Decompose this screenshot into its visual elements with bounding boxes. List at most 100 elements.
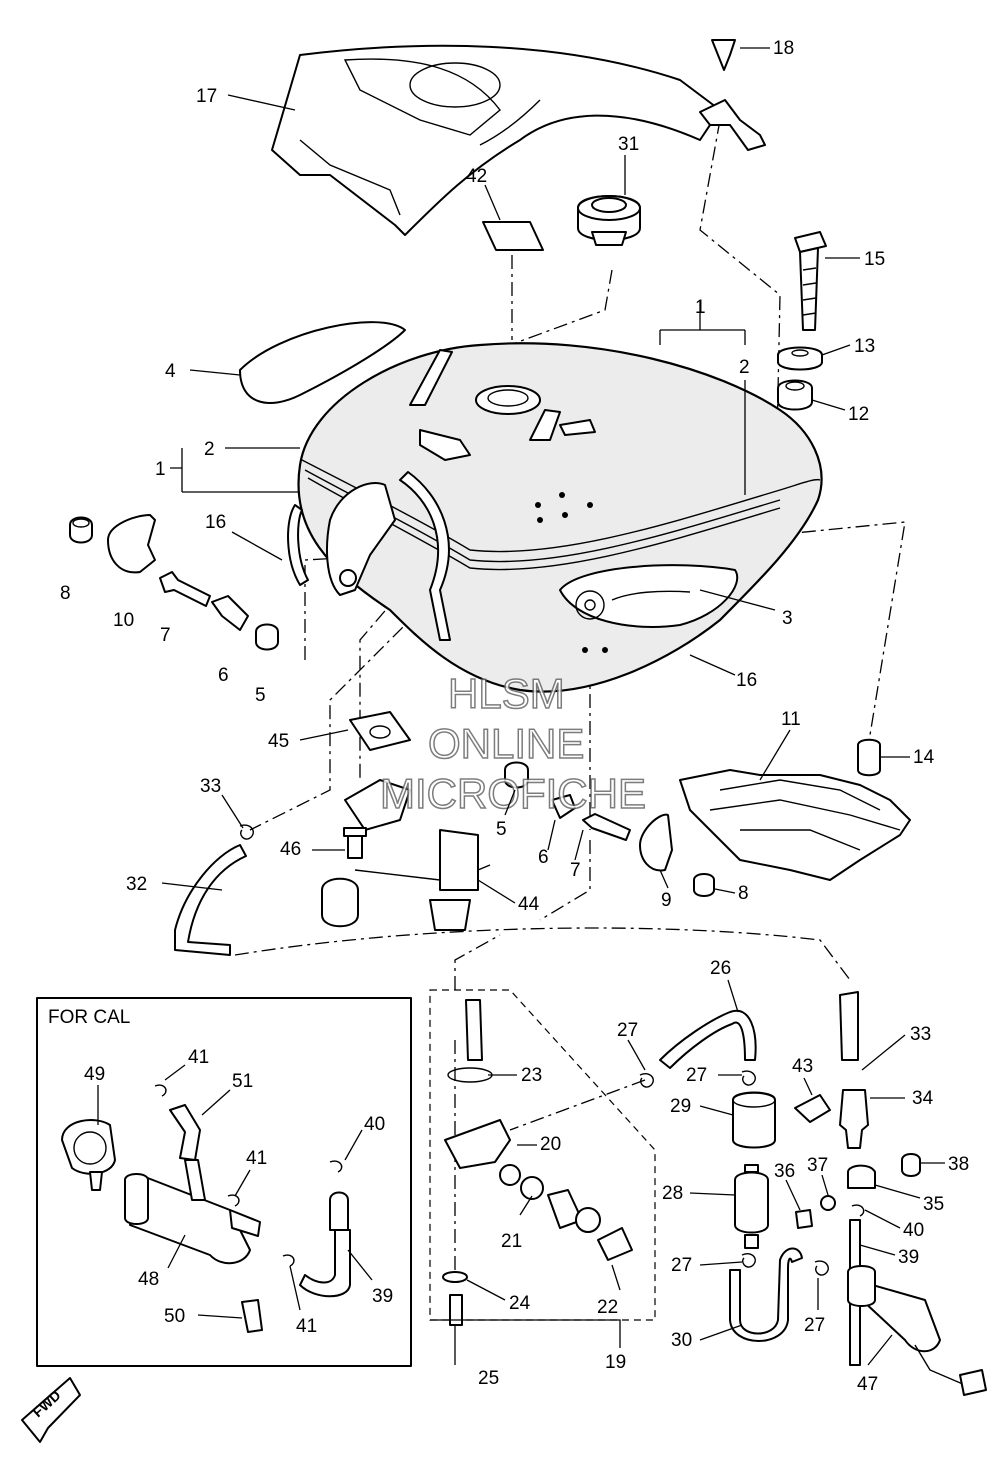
part-7b-bolt bbox=[582, 813, 631, 841]
callout-33a: 33 bbox=[200, 776, 221, 797]
callout-41a: 41 bbox=[188, 1047, 209, 1068]
callout-1b: 1 bbox=[155, 459, 166, 480]
callout-9: 9 bbox=[661, 890, 672, 911]
part-33-clip bbox=[239, 824, 254, 840]
part-10-bracket bbox=[107, 514, 156, 574]
part-21-gasket bbox=[575, 1207, 601, 1233]
callout-15: 15 bbox=[864, 249, 885, 270]
callout-35: 35 bbox=[923, 1194, 944, 1215]
callout-44: 44 bbox=[518, 894, 540, 915]
part-27b-clip bbox=[741, 1070, 756, 1086]
callout-42: 42 bbox=[466, 166, 487, 187]
part-28-fuel-filter bbox=[734, 1164, 769, 1249]
callout-27a: 27 bbox=[617, 1020, 638, 1041]
part-35-bracket bbox=[847, 1164, 876, 1189]
part-38-cap bbox=[901, 1153, 921, 1177]
part-40a-clip bbox=[851, 1204, 865, 1217]
callout-13: 13 bbox=[854, 336, 875, 357]
callout-5b: 5 bbox=[496, 819, 507, 840]
callout-36: 36 bbox=[774, 1161, 795, 1182]
callout-26: 26 bbox=[710, 958, 731, 979]
part-45-gasket bbox=[349, 711, 411, 751]
callout-51: 51 bbox=[232, 1071, 253, 1092]
part-21-washer bbox=[520, 1176, 544, 1200]
callout-22: 22 bbox=[597, 1297, 618, 1318]
part-46-bolt bbox=[343, 827, 367, 859]
callout-8a: 8 bbox=[60, 583, 71, 604]
part-16-hose-right bbox=[399, 471, 451, 641]
callout-37: 37 bbox=[807, 1155, 828, 1176]
part-50-bolt bbox=[241, 1299, 263, 1333]
callout-5a: 5 bbox=[255, 685, 266, 706]
part-40b-clip bbox=[329, 1160, 343, 1173]
callout-47: 47 bbox=[857, 1374, 878, 1395]
part-8b-cap bbox=[693, 873, 715, 897]
part-32-hose bbox=[174, 844, 247, 956]
part-23-fuel-cock bbox=[444, 999, 511, 1169]
part-22-plate bbox=[597, 1227, 633, 1261]
callout-38: 38 bbox=[948, 1154, 969, 1175]
callout-20: 20 bbox=[540, 1134, 561, 1155]
callout-28: 28 bbox=[662, 1183, 683, 1204]
part-36-bolt bbox=[795, 1209, 813, 1229]
inset-for-cal: FOR CAL bbox=[36, 997, 412, 1367]
part-27c-clip bbox=[741, 1253, 756, 1268]
part-44-fuel-sender bbox=[321, 779, 491, 931]
part-41b-clip bbox=[227, 1194, 240, 1207]
part-47-fuel-pump bbox=[847, 1265, 987, 1396]
part-25-bolt bbox=[449, 1294, 463, 1326]
callout-34: 34 bbox=[912, 1088, 934, 1109]
callout-43: 43 bbox=[792, 1056, 813, 1077]
part-5-grommet bbox=[255, 623, 279, 651]
part-34-filter bbox=[839, 1089, 869, 1149]
part-27a-clip bbox=[639, 1073, 654, 1088]
callout-6b: 6 bbox=[538, 847, 549, 868]
part-18-clip bbox=[699, 39, 766, 151]
callout-7b: 7 bbox=[570, 860, 581, 881]
callout-27d: 27 bbox=[804, 1315, 825, 1336]
part-6b-collar bbox=[551, 794, 576, 819]
callout-39a: 39 bbox=[898, 1247, 919, 1268]
callout-27c: 27 bbox=[671, 1255, 692, 1276]
callout-16a: 16 bbox=[205, 512, 226, 533]
callout-30: 30 bbox=[671, 1330, 692, 1351]
part-29-fuel-pump bbox=[732, 1091, 776, 1149]
part-5b-grommet bbox=[504, 761, 529, 789]
callout-1a: 1 bbox=[695, 297, 706, 318]
callout-7a: 7 bbox=[160, 625, 171, 646]
callout-10: 10 bbox=[113, 610, 134, 631]
callout-17: 17 bbox=[196, 86, 217, 107]
part-11-heat-shield bbox=[679, 769, 911, 881]
callout-41c: 41 bbox=[296, 1316, 317, 1337]
callout-14: 14 bbox=[913, 747, 935, 768]
part-30-hose bbox=[729, 1247, 803, 1342]
leader-lines bbox=[97, 47, 945, 1366]
part-1-fuel-tank bbox=[297, 342, 823, 693]
callout-19: 19 bbox=[605, 1352, 626, 1373]
callout-46: 46 bbox=[280, 839, 301, 860]
part-8-cap bbox=[69, 516, 93, 544]
callout-4: 4 bbox=[165, 361, 176, 382]
part-39b-hose bbox=[329, 1191, 349, 1231]
callout-50: 50 bbox=[164, 1306, 185, 1327]
callout-2a: 2 bbox=[739, 357, 750, 378]
part-31-fuel-cap bbox=[577, 195, 641, 246]
callout-33b: 33 bbox=[910, 1024, 931, 1045]
part-6-collar bbox=[211, 595, 249, 631]
part-39c-hose bbox=[299, 1229, 351, 1298]
part-7-bolt bbox=[159, 571, 211, 607]
callout-25: 25 bbox=[478, 1368, 499, 1389]
part-26-hose bbox=[659, 1009, 757, 1069]
callout-41b: 41 bbox=[246, 1148, 267, 1169]
part-20-o-ring bbox=[499, 1164, 521, 1186]
callout-3: 3 bbox=[782, 608, 793, 629]
callout-2b: 2 bbox=[204, 439, 215, 460]
part-49-canister bbox=[61, 1119, 116, 1191]
part-48-canister bbox=[124, 1159, 261, 1265]
part-37-washer bbox=[820, 1195, 836, 1211]
part-14-collar bbox=[857, 738, 881, 777]
callout-21: 21 bbox=[501, 1231, 522, 1252]
callout-48: 48 bbox=[138, 1269, 159, 1290]
callout-40b: 40 bbox=[364, 1114, 385, 1135]
